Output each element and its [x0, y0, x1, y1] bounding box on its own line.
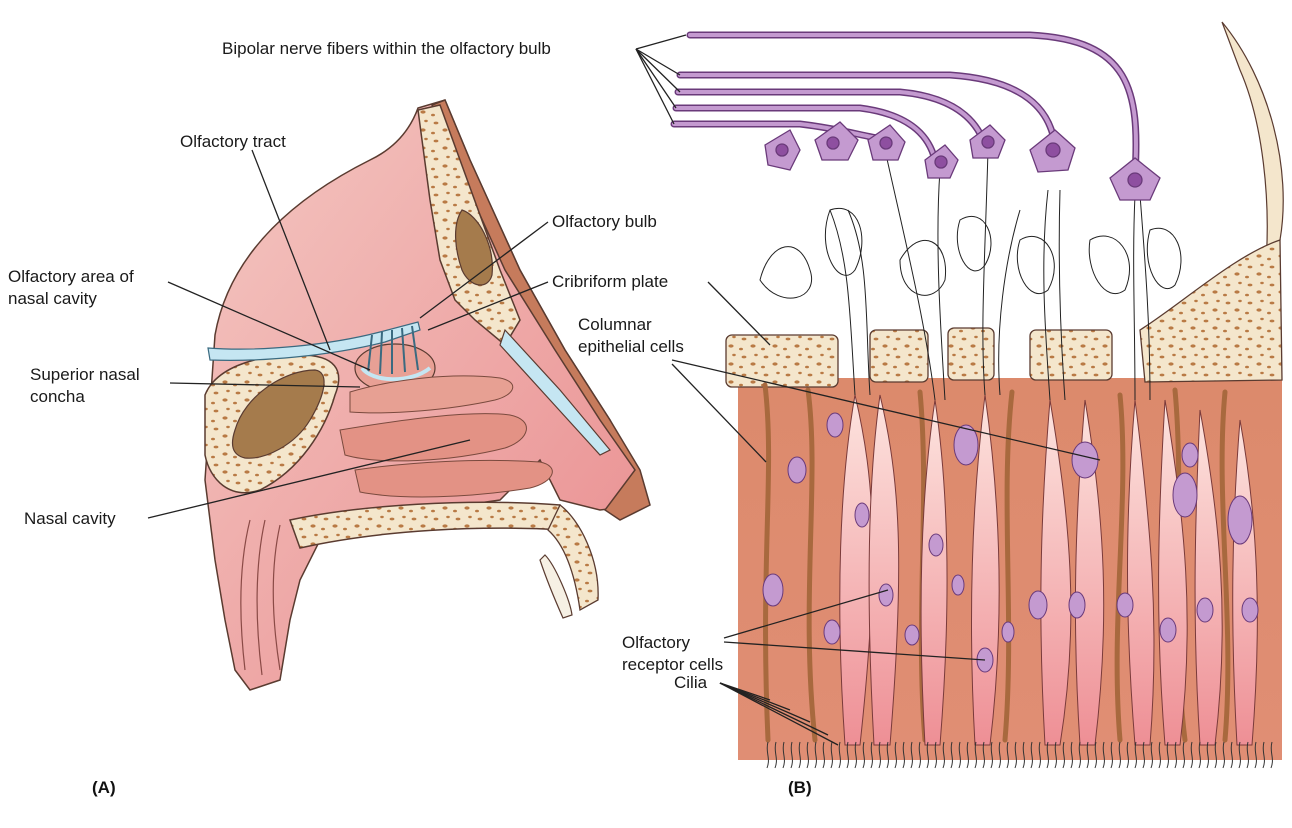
nasal-cavity-section: [205, 100, 650, 690]
panel-label-a: (A): [92, 778, 116, 798]
incisor-tooth: [540, 555, 572, 618]
cribriform-piece: [726, 335, 838, 387]
cribriform-piece: [1030, 330, 1112, 380]
label-receptor-cells: Olfactory receptor cells: [622, 632, 723, 676]
label-cilia: Cilia: [674, 672, 707, 694]
epithelium-section: [674, 22, 1283, 768]
label-olfactory-tract: Olfactory tract: [180, 131, 286, 153]
label-bipolar-fibers: Bipolar nerve fibers within the olfactor…: [222, 38, 551, 60]
panel-label-b: (B): [788, 778, 812, 798]
cribriform-piece: [1140, 240, 1282, 382]
label-superior-concha: Superior nasal concha: [30, 364, 140, 408]
cribriform-piece: [948, 328, 994, 380]
label-olfactory-area: Olfactory area of nasal cavity: [8, 266, 134, 310]
label-cribriform-plate: Cribriform plate: [552, 271, 668, 293]
label-olfactory-bulb: Olfactory bulb: [552, 211, 657, 233]
mitral-cells: [765, 122, 1160, 200]
cribriform-piece: [870, 330, 928, 382]
inferior-concha: [355, 460, 552, 497]
label-columnar-cells: Columnar epithelial cells: [578, 314, 684, 358]
label-nasal-cavity: Nasal cavity: [24, 508, 116, 530]
right-bone-curve: [1222, 22, 1283, 275]
glomeruli: [760, 208, 1181, 298]
